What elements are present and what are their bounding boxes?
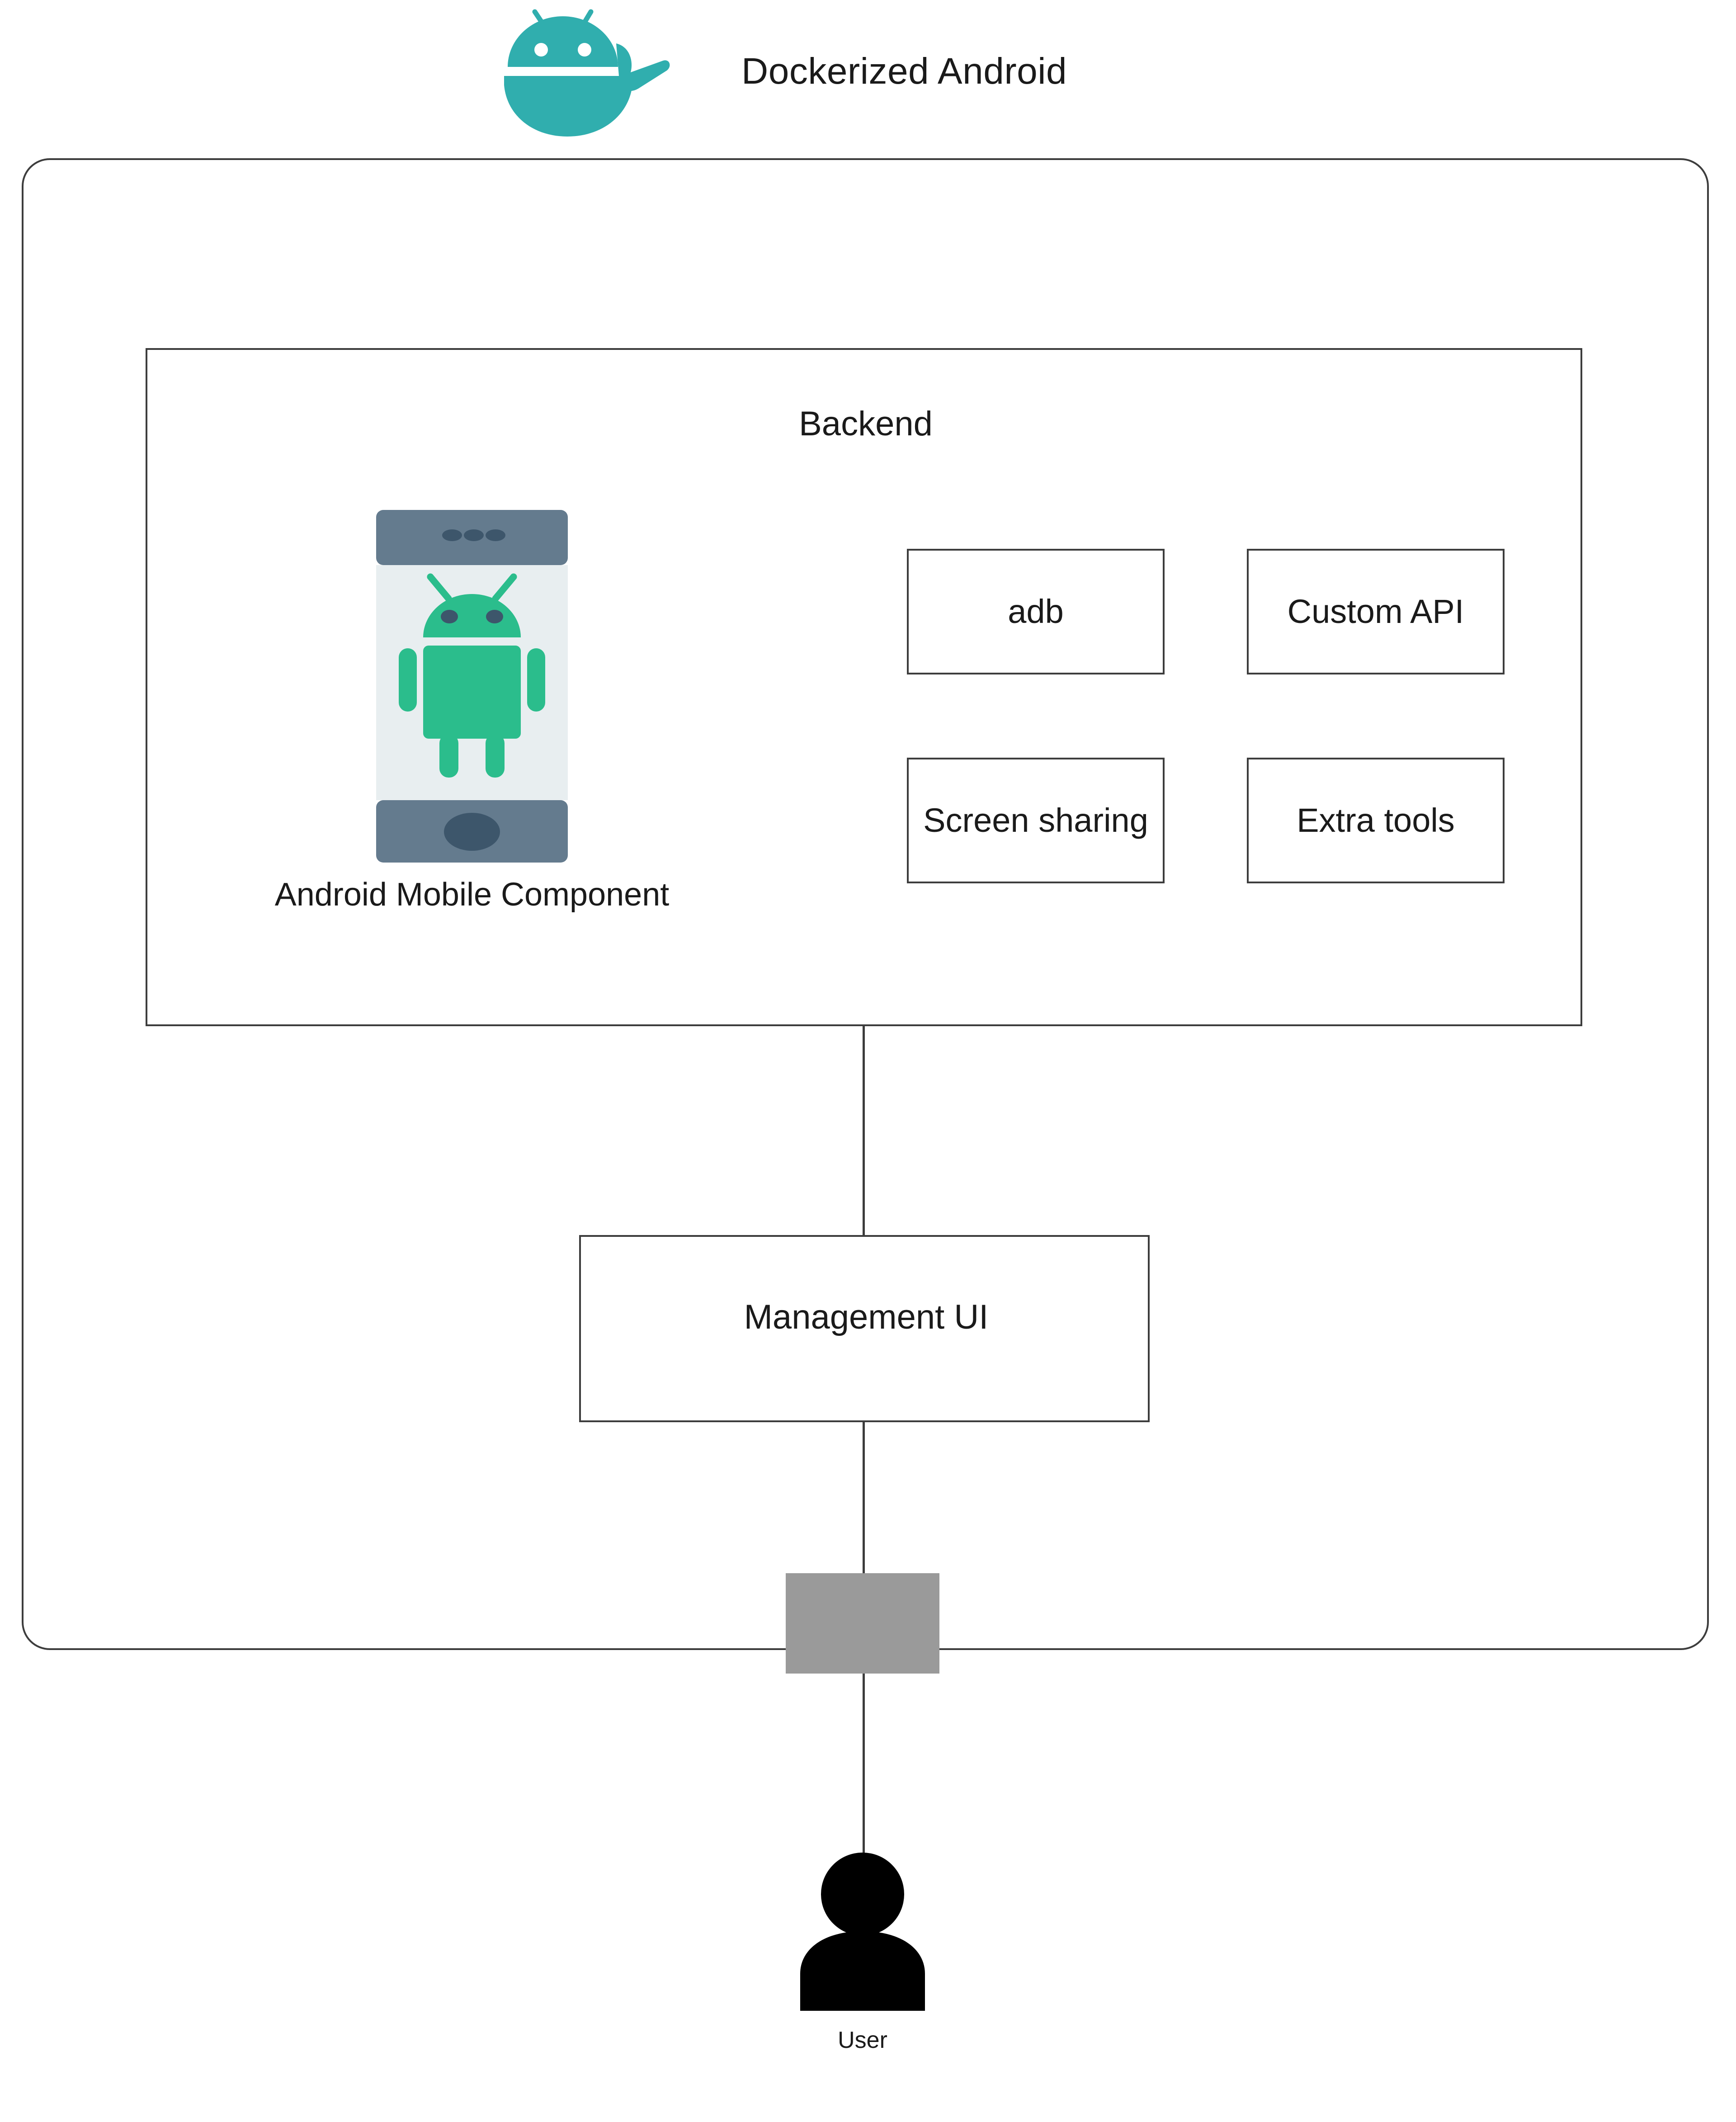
service-box-custom-api[interactable]: Custom API: [1247, 549, 1505, 674]
diagram-header: Dockerized Android: [0, 0, 1736, 149]
service-box-adb-label: adb: [1008, 593, 1064, 630]
page-title: Dockerized Android: [741, 51, 1067, 92]
user-person-icon: [777, 1853, 948, 2011]
service-box-custom-api-label: Custom API: [1287, 593, 1464, 630]
android-phone-icon: [373, 508, 571, 865]
user-actor: User: [777, 1853, 948, 2065]
android-mobile-component-label: Android Mobile Component: [274, 877, 670, 913]
docker-android-whale-icon: [495, 4, 671, 139]
connector-gateway-to-user: [863, 1673, 865, 1854]
backend-title: Backend: [799, 405, 933, 443]
service-box-adb[interactable]: adb: [907, 549, 1165, 674]
service-box-extra-tools-label: Extra tools: [1297, 802, 1455, 839]
service-box-screen-sharing[interactable]: Screen sharing: [907, 758, 1165, 883]
android-mobile-component: Android Mobile Component: [275, 508, 669, 913]
service-box-extra-tools[interactable]: Extra tools: [1247, 758, 1505, 883]
user-label: User: [838, 2027, 887, 2053]
management-ui-label: Management UI: [744, 1298, 989, 1336]
backend-group: Backend: [146, 348, 1582, 1026]
gateway-port-node: [786, 1573, 939, 1674]
connector-backend-to-management-ui: [863, 1026, 865, 1235]
connector-management-ui-to-gateway: [863, 1422, 865, 1576]
service-box-screen-sharing-label: Screen sharing: [923, 802, 1148, 839]
management-ui-box[interactable]: Management UI: [579, 1235, 1150, 1422]
